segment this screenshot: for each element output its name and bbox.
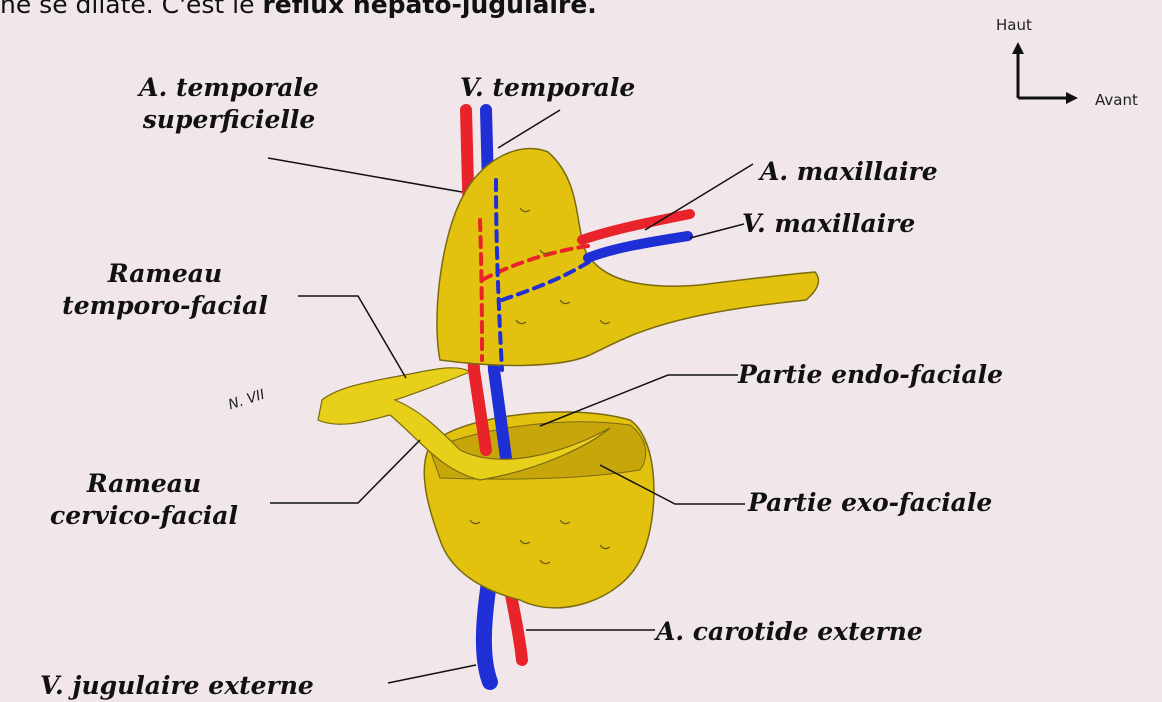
label-v-jugulaire-externe: V. jugulaire externe — [40, 670, 314, 702]
label-rameau-tf-line2: temporo-facial — [30, 290, 300, 322]
label-rameau-tf-line1: Rameau — [30, 258, 300, 290]
orientation-forward-label: Avant — [1095, 91, 1138, 109]
label-v-maxillaire: V. maxillaire — [742, 208, 915, 240]
label-a-temporale-line1: A. temporale — [104, 72, 354, 104]
label-partie-endo-faciale: Partie endo-faciale — [738, 359, 1003, 391]
label-rameau-temporo-facial: Rameau temporo-facial — [30, 258, 300, 322]
label-a-maxillaire: A. maxillaire — [760, 156, 938, 188]
maxillary-vein-shape — [588, 236, 688, 258]
label-rameau-cervico-facial: Rameau cervico-facial — [14, 468, 274, 532]
label-a-carotide-externe: A. carotide externe — [656, 616, 923, 648]
orientation-up-label: Haut — [996, 16, 1032, 34]
label-rameau-cf-line2: cervico-facial — [14, 500, 274, 532]
orientation-arrows — [1012, 42, 1078, 104]
label-a-temporale-line2: superficielle — [104, 104, 354, 136]
label-rameau-cf-line1: Rameau — [14, 468, 274, 500]
label-a-temporale-superficielle: A. temporale superficielle — [104, 72, 354, 136]
label-v-temporale: V. temporale — [460, 72, 635, 104]
label-partie-exo-faciale: Partie exo-faciale — [748, 487, 992, 519]
